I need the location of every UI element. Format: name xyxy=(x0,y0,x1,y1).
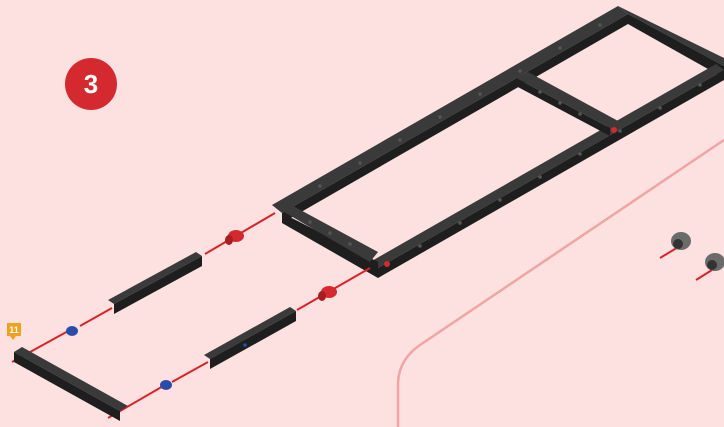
frame-beam-middle xyxy=(516,72,620,128)
wheel-hub-icon xyxy=(671,232,691,250)
loose-beam-end xyxy=(14,347,128,421)
assembled-frame xyxy=(272,6,724,278)
part-count-tag: 11 xyxy=(7,323,21,336)
red-connector xyxy=(318,286,337,301)
red-pin-marker xyxy=(611,127,617,133)
loose-beam-upper xyxy=(108,252,202,314)
red-pin-marker xyxy=(384,261,390,267)
blue-connector xyxy=(66,326,78,336)
red-connector xyxy=(225,230,244,245)
frame-holes xyxy=(308,23,702,248)
blue-connector xyxy=(160,380,172,390)
callout-panel-outline xyxy=(398,140,724,427)
loose-beam-lower xyxy=(204,307,296,369)
step-number-badge: 3 xyxy=(65,58,117,110)
wheel-hub-icon xyxy=(705,253,724,271)
frame-beam-right-end xyxy=(618,6,724,66)
